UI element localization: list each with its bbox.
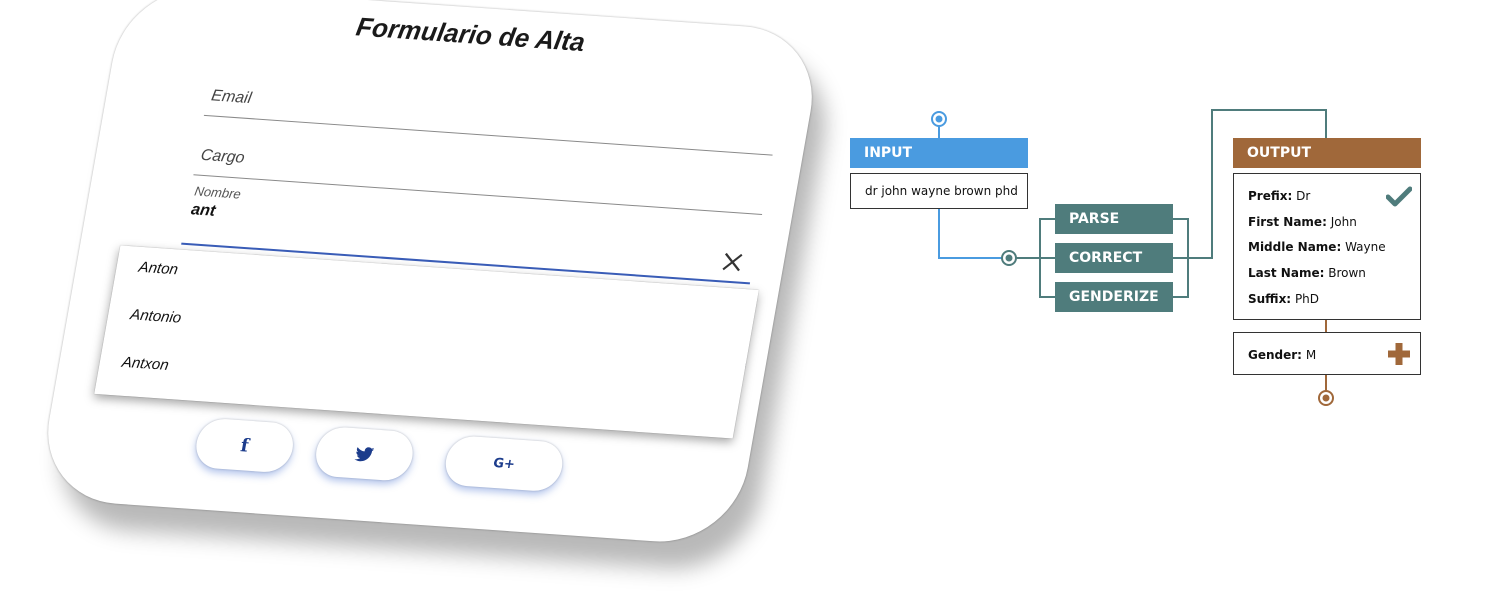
input-header: INPUT (850, 138, 1028, 168)
google-plus-icon: G+ (491, 455, 517, 472)
step-correct: CORRECT (1055, 243, 1173, 273)
suggestion-item[interactable]: Anton (137, 258, 180, 279)
checkmark-icon (1386, 186, 1412, 207)
suggestion-item[interactable]: Antxon (120, 353, 171, 374)
output-row-suffix: Suffix: PhD (1248, 292, 1320, 306)
nombre-field[interactable]: Nombre ant (181, 183, 761, 285)
signup-card: Formulario de Alta Email Cargo Nombre an… (35, 0, 825, 547)
name-parsing-diagram: INPUT dr john wayne brown phd PARSE CORR… (840, 100, 1460, 420)
output-row-prefix: Prefix: Dr (1248, 189, 1311, 203)
email-placeholder: Email (209, 87, 253, 108)
output-row-middle-name: Middle Name: Wayne (1248, 240, 1386, 254)
facebook-button[interactable]: f (192, 417, 297, 474)
output-header: OUTPUT (1233, 138, 1421, 168)
close-icon[interactable] (720, 250, 746, 273)
step-parse: PARSE (1055, 204, 1173, 234)
form-title: Formulario de Alta (353, 11, 588, 58)
signup-card-mockup: Formulario de Alta Email Cargo Nombre an… (35, 0, 825, 547)
gender-panel: Gender: M (1233, 332, 1421, 375)
output-row-first-name: First Name: John (1248, 215, 1357, 229)
input-value: dr john wayne brown phd (850, 173, 1028, 209)
google-plus-button[interactable]: G+ (441, 434, 567, 493)
facebook-icon: f (238, 434, 251, 457)
gender-row: Gender: M (1248, 348, 1317, 362)
twitter-icon (354, 446, 375, 461)
step-genderize: GENDERIZE (1055, 282, 1173, 312)
output-panel: Prefix: Dr First Name: John Middle Name:… (1233, 173, 1421, 320)
connector-lines (931, 109, 1334, 406)
nombre-label: Nombre (193, 183, 243, 202)
plus-icon (1388, 343, 1410, 365)
twitter-button[interactable] (312, 425, 417, 482)
nombre-value[interactable]: ant (189, 201, 217, 220)
cargo-placeholder: Cargo (199, 146, 246, 167)
output-row-last-name: Last Name: Brown (1248, 266, 1366, 280)
suggestion-item[interactable]: Antonio (128, 306, 183, 327)
